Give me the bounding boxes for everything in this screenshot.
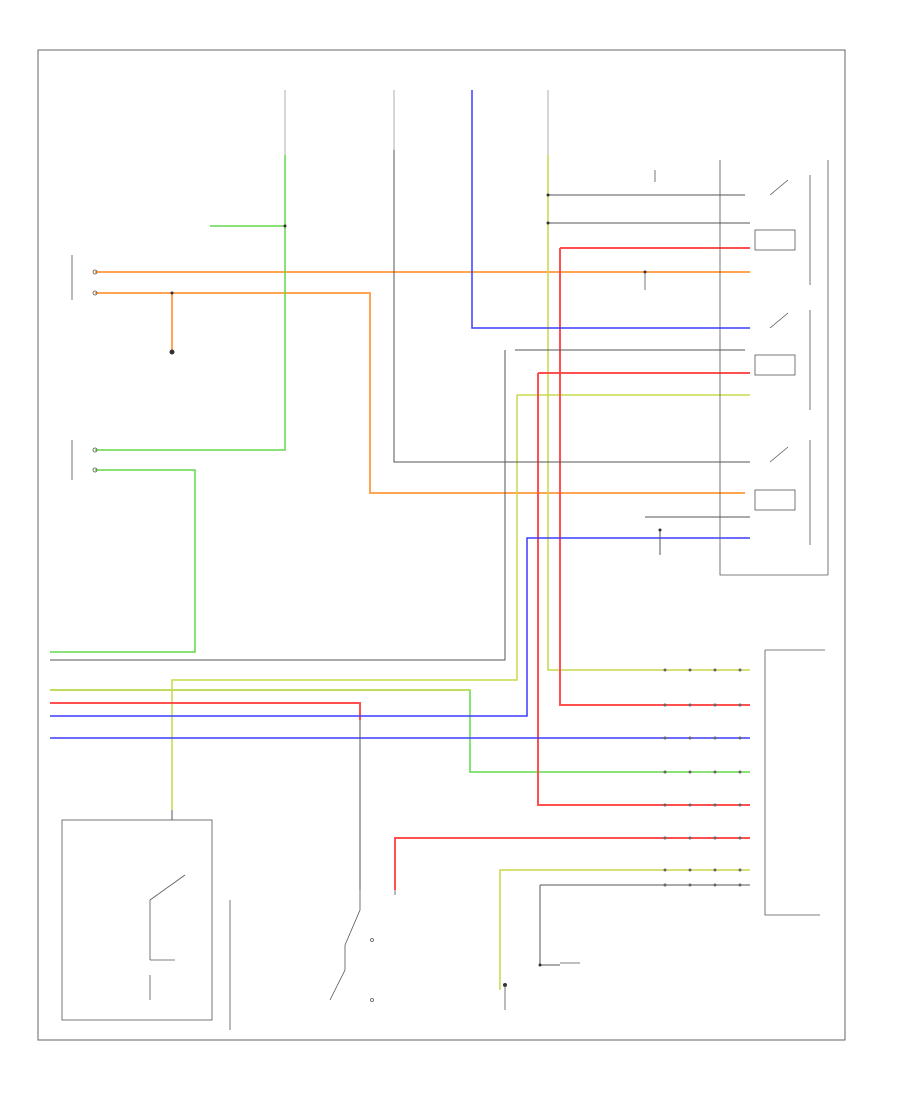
ground-symbols xyxy=(169,193,662,987)
small-ground-stubs xyxy=(504,170,656,1010)
red-wires xyxy=(50,247,750,890)
ecm-pins xyxy=(663,668,742,887)
left-connectors xyxy=(71,255,98,480)
fuse-stubs xyxy=(284,90,549,155)
ecm-connector xyxy=(764,649,825,916)
ac-pressure-switch xyxy=(329,890,396,1002)
blue-wires xyxy=(50,90,750,739)
diagram-frame xyxy=(37,49,846,1041)
yellow-green-wires xyxy=(50,155,750,990)
relay-boxes xyxy=(719,160,829,576)
orange-wires xyxy=(95,271,750,494)
ac-compressor-box xyxy=(61,819,231,1030)
